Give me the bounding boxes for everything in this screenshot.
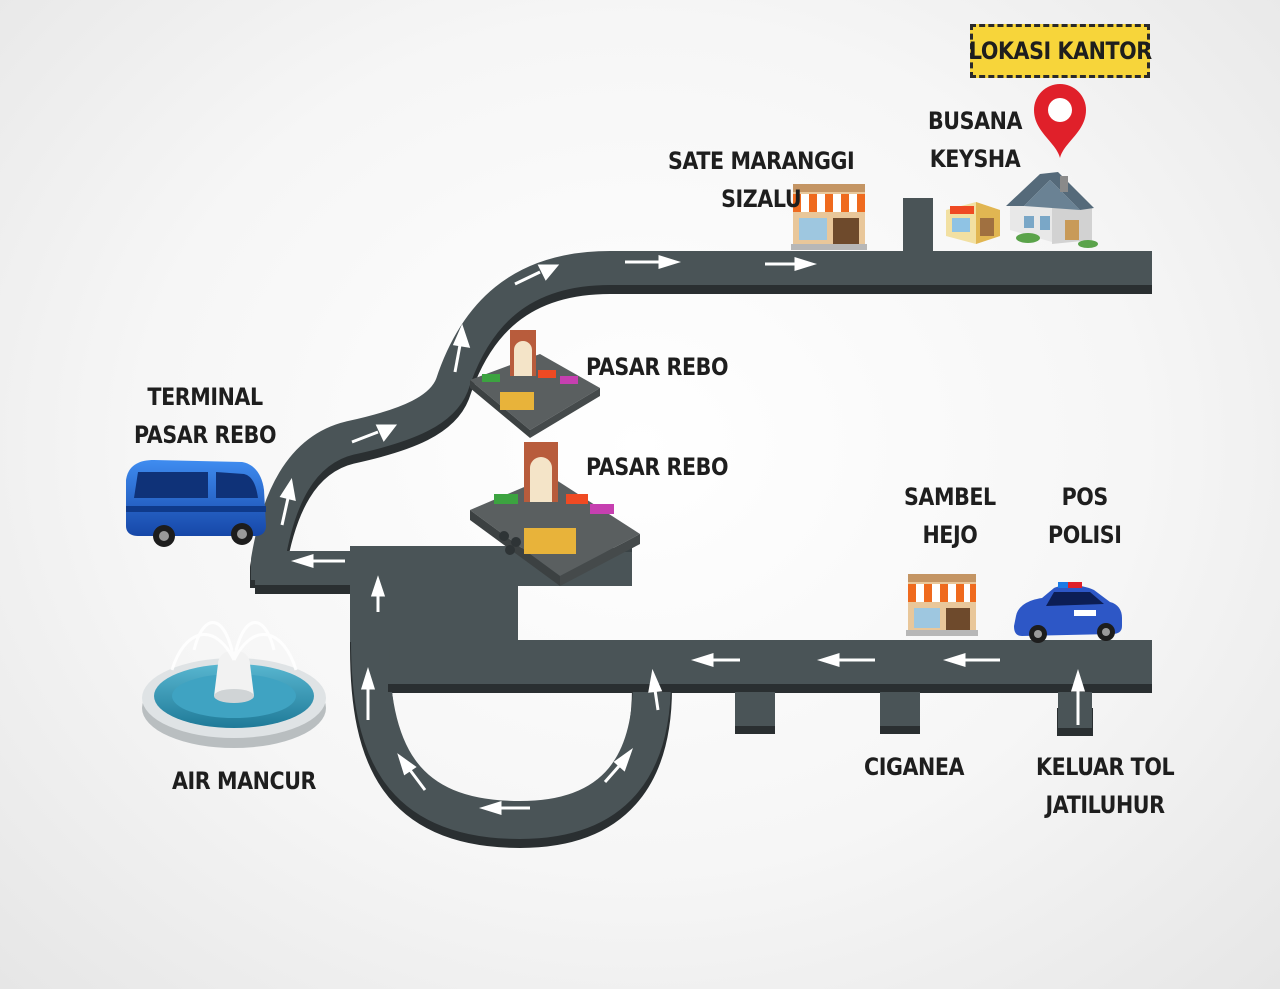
pasar-rebo-upper-label: PASAR REBO — [586, 348, 729, 386]
sambel-hejo-label: SAMBEL HEJO — [904, 478, 996, 554]
air-mancur-text: AIR MANCUR — [172, 767, 317, 795]
market-gate-icon — [470, 330, 600, 438]
sambel-hejo-line1: SAMBEL — [904, 483, 996, 511]
pasar-rebo-lower-label: PASAR REBO — [586, 448, 729, 486]
ciganea-text: CIGANEA — [864, 753, 965, 781]
busana-keysha-line1: BUSANA — [928, 107, 1023, 135]
sate-maranggi-line2: SIZALU — [721, 185, 802, 213]
sambel-hejo-line2: HEJO — [922, 521, 978, 549]
police-car-icon — [1014, 582, 1122, 643]
office-location-badge: LOKASI KANTOR — [968, 24, 1152, 78]
terminal-line2: PASAR REBO — [134, 421, 277, 449]
sate-maranggi-line1: SATE MARANGGI — [668, 147, 855, 175]
road-network — [250, 198, 1152, 848]
house-icon — [1006, 172, 1098, 248]
office-location-label: LOKASI KANTOR — [968, 37, 1152, 65]
fountain-icon — [142, 621, 326, 748]
direction-arrows — [279, 255, 1086, 816]
keluar-tol-line1: KELUAR TOL — [1036, 753, 1175, 781]
terminal-line1: TERMINAL — [147, 383, 263, 411]
terminal-label: TERMINAL PASAR REBO — [134, 378, 277, 454]
pasar-rebo-upper-text: PASAR REBO — [586, 353, 729, 381]
busana-keysha-line2: KEYSHA — [929, 145, 1021, 173]
pos-polisi-line2: POLISI — [1048, 521, 1122, 549]
shop-icon — [946, 202, 1000, 244]
location-pin-icon — [1034, 84, 1086, 158]
air-mancur-label: AIR MANCUR — [172, 762, 316, 800]
keluar-tol-label: KELUAR TOL JATILUHUR — [1036, 748, 1175, 824]
bus-icon — [126, 460, 266, 547]
keluar-tol-line2: JATILUHUR — [1045, 791, 1165, 819]
pos-polisi-line1: POS — [1061, 483, 1109, 511]
sate-maranggi-label: SATE MARANGGI SIZALU — [668, 142, 855, 218]
storefront-icon — [906, 574, 978, 636]
ciganea-label: CIGANEA — [864, 748, 965, 786]
market-gate-icon — [470, 442, 640, 586]
pasar-rebo-lower-text: PASAR REBO — [586, 453, 729, 481]
busana-keysha-label: BUSANA KEYSHA — [928, 102, 1022, 178]
pos-polisi-label: POS POLISI — [1048, 478, 1122, 554]
storefront-icon — [791, 184, 867, 250]
